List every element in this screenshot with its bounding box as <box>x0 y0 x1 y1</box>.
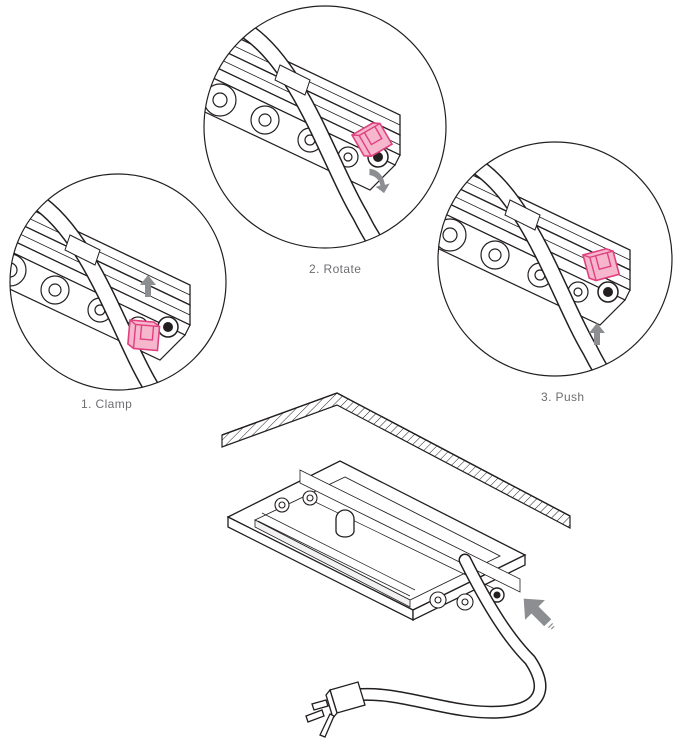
power-cable <box>348 553 547 719</box>
rotate-arrow-icon <box>369 168 390 194</box>
detail-circle-1 <box>9 173 227 391</box>
step-2-rotate-detail <box>203 5 447 249</box>
step-label-push: 3. Push <box>541 390 585 404</box>
main-assembly <box>221 392 571 738</box>
clamp-clip-icon <box>126 319 161 352</box>
step-label-rotate: 2. Rotate <box>309 262 362 276</box>
power-plug-icon <box>305 681 366 738</box>
step-3-push-detail <box>437 141 673 377</box>
insert-arrow-icon <box>523 598 555 630</box>
detail-circle-2 <box>203 5 447 249</box>
detail-circle-3 <box>437 141 673 377</box>
step-label-clamp: 1. Clamp <box>81 397 133 411</box>
desk-panel <box>221 392 571 529</box>
step-1-clamp-detail <box>9 173 227 391</box>
tray-gears <box>274 490 505 611</box>
